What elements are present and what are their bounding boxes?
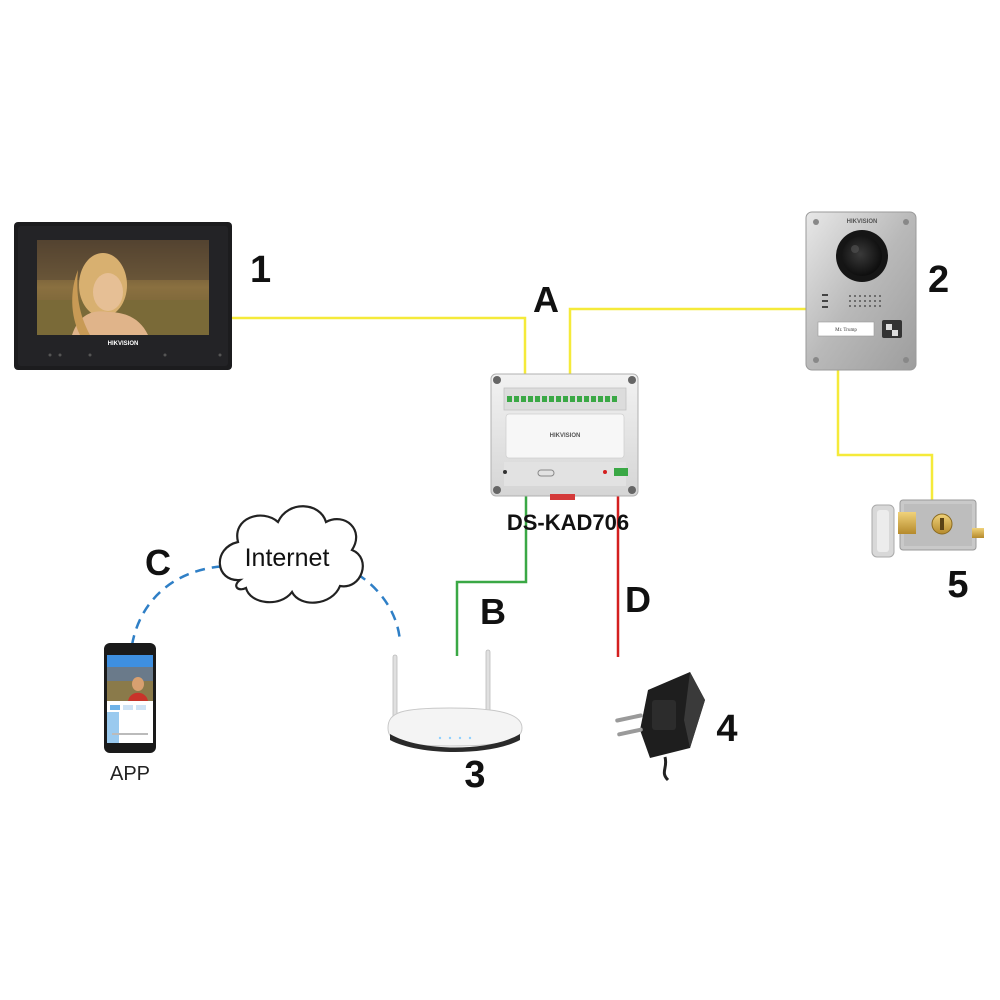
wifi-router (387, 649, 523, 752)
distributor-box: HIKVISION (490, 373, 639, 500)
door-station-brand: HIKVISION (847, 219, 878, 225)
label-power-number: 4 (716, 708, 737, 750)
label-connection-c: C (145, 542, 171, 583)
distributor-brand: HIKVISION (550, 433, 581, 439)
app-label: APP (110, 763, 150, 785)
internet-label: Internet (245, 544, 330, 572)
label-monitor-number: 1 (250, 249, 271, 291)
wire-lock (836, 370, 934, 505)
label-router-number: 3 (464, 754, 485, 796)
door-station-name-tag: Mr. Trump (835, 328, 857, 333)
internet-cloud: Internet (218, 505, 364, 604)
electric-lock (871, 499, 984, 558)
wire-a-door-station (568, 307, 806, 374)
monitor-brand: HIKVISION (108, 341, 139, 347)
distributor-model: DS-KAD706 (507, 510, 629, 535)
label-lock-number: 5 (947, 564, 968, 606)
power-adapter (615, 672, 705, 782)
wire-a-monitor (232, 316, 527, 374)
wire-b-router (455, 496, 528, 656)
smartphone (104, 643, 156, 753)
indoor-monitor: HIKVISION (14, 222, 232, 370)
wire-c-internet (130, 564, 402, 646)
label-connection-d: D (625, 579, 651, 620)
label-door-station-number: 2 (928, 259, 949, 301)
door-station: HIKVISION Mr. Trump (805, 211, 917, 371)
label-connection-b: B (480, 591, 506, 632)
label-connection-a: A (533, 279, 559, 320)
